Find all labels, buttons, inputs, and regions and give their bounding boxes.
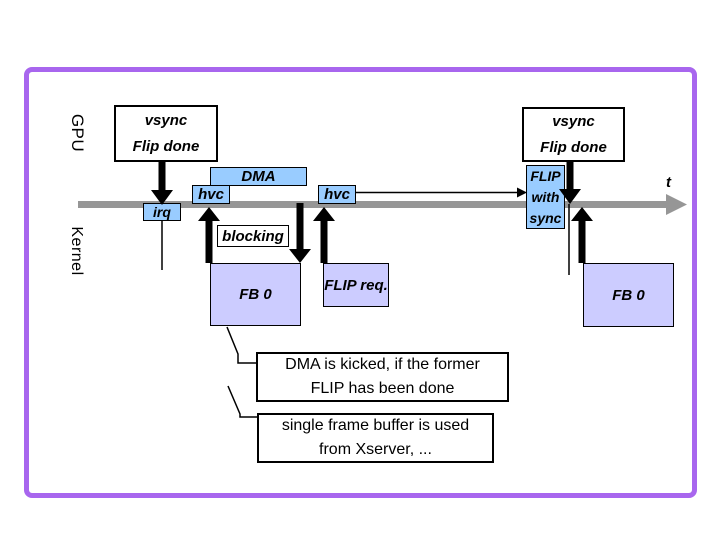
vsync-flip-done-box-left: vsync Flip done [114, 105, 218, 162]
flip-req-box: FLIP req. [323, 263, 389, 307]
lane-label-gpu: GPU [68, 113, 87, 153]
time-axis-label: t [666, 174, 671, 191]
blocking-box: blocking [217, 225, 289, 247]
fb0-box-right: FB 0 [583, 263, 674, 327]
hvc-box-first: hvc [192, 185, 230, 204]
irq-box: irq [143, 203, 181, 221]
note-dma-kicked: DMA is kicked, if the former FLIP has be… [256, 352, 509, 402]
lane-label-kernel: Kernel [68, 226, 85, 276]
flip-with-sync-box: FLIP with sync [526, 165, 565, 229]
note-single-frame-buffer: single frame buffer is used from Xserver… [257, 413, 494, 463]
vsync-flip-done-box-right: vsync Flip done [522, 107, 625, 162]
dma-box: DMA [210, 167, 307, 186]
fb0-box-left: FB 0 [210, 263, 301, 326]
hvc-box-second: hvc [318, 185, 356, 204]
